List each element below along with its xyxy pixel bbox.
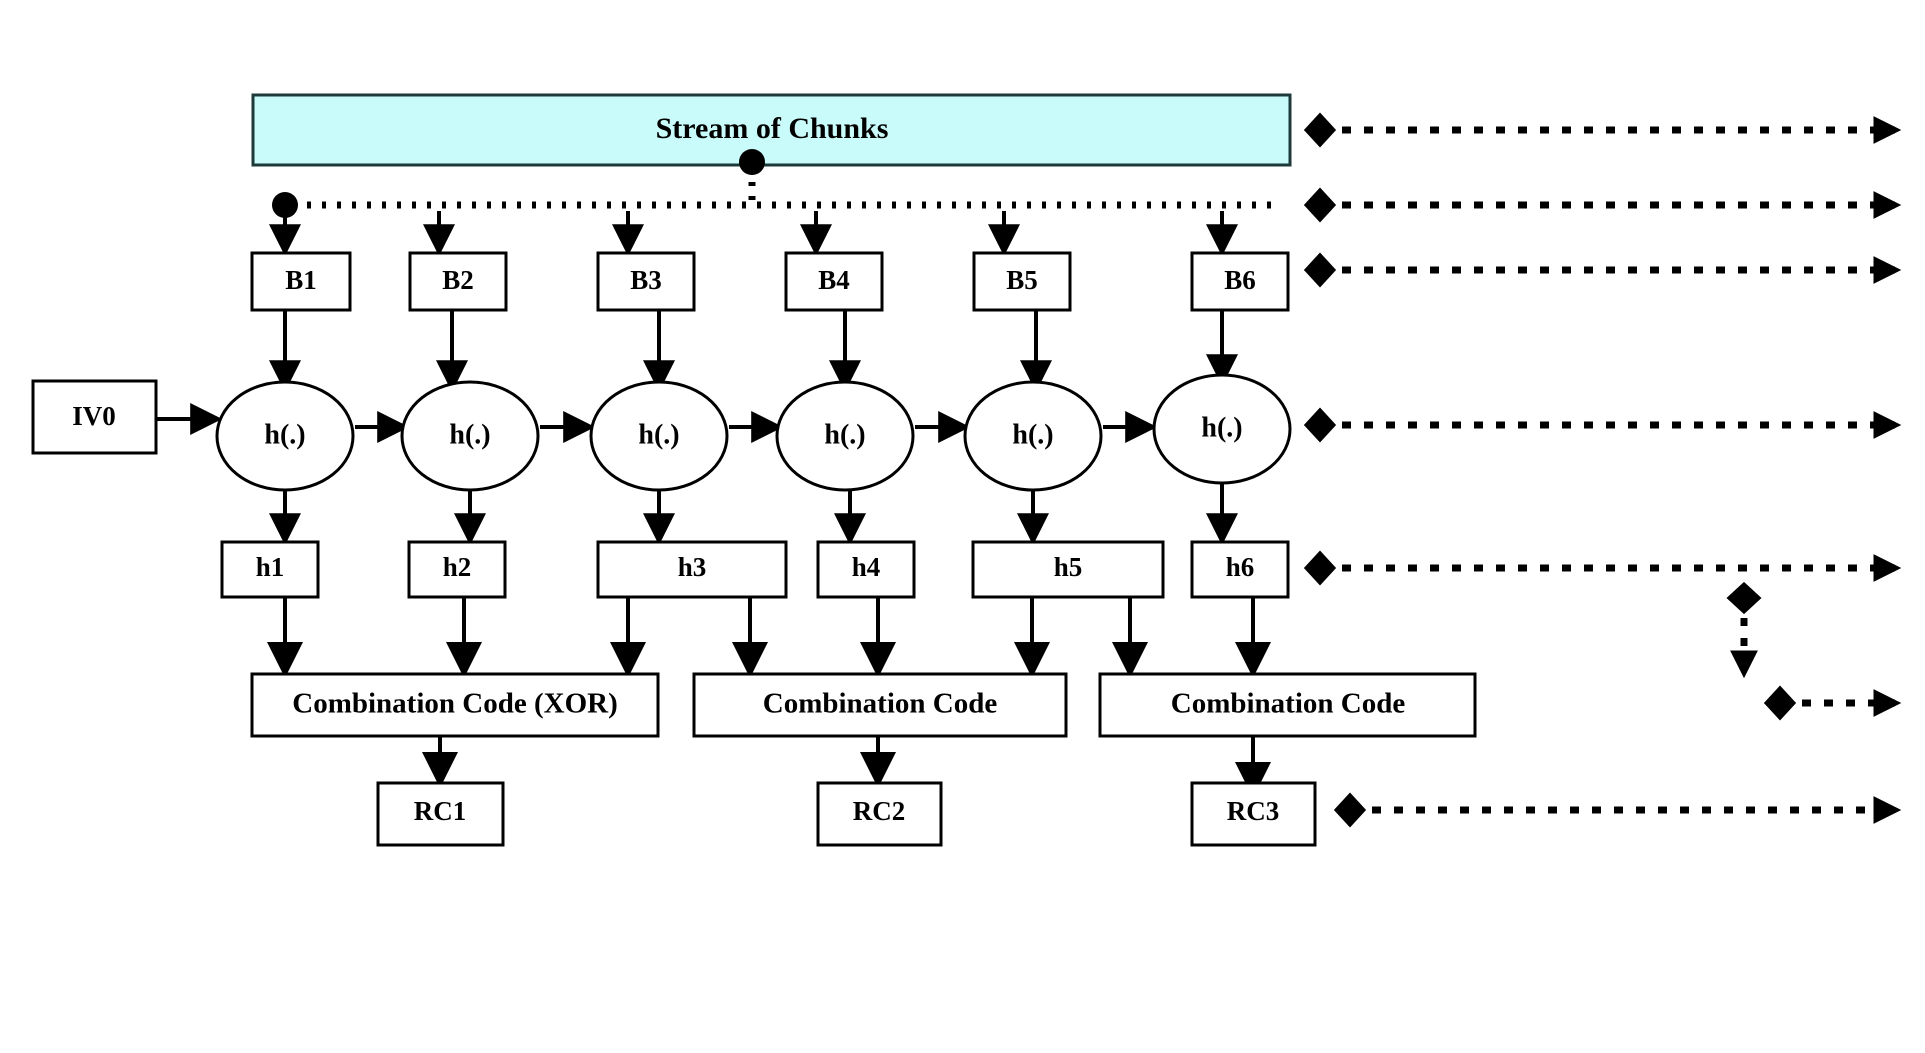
hash-output-h3-label: h3	[678, 552, 707, 582]
chunk-block-b2: B2	[408, 211, 508, 312]
hash-node-1-label: h(.)	[264, 419, 305, 450]
combination-code-2-label: Combination Code	[763, 688, 998, 720]
hash-output-h2: h2	[407, 540, 507, 599]
hash-node-3: h(.)	[589, 380, 729, 492]
result-code-rc1-label: RC1	[414, 796, 467, 826]
combination-code-1: Combination Code (XOR)	[250, 672, 660, 738]
hash-node-1: h(.)	[215, 380, 355, 492]
combination-code-2: Combination Code	[692, 672, 1068, 738]
chunk-block-b6-label: B6	[1224, 265, 1256, 295]
result-code-rc2: RC2	[816, 781, 943, 847]
hash-node-3-label: h(.)	[638, 419, 679, 450]
result-code-rc3-label: RC3	[1227, 796, 1280, 826]
stream-of-chunks-label: Stream of Chunks	[656, 112, 889, 145]
result-code-rc3: RC3	[1190, 781, 1317, 847]
iv0-label: IV0	[72, 401, 116, 431]
chunk-block-b1: B1	[250, 211, 352, 312]
stream-tap-dot	[739, 149, 765, 175]
chunk-block-b5: B5	[972, 211, 1072, 312]
chunk-block-b1-label: B1	[285, 265, 317, 295]
result-code-rc2-label: RC2	[853, 796, 906, 826]
iv0-block: IV0	[31, 379, 223, 455]
combination-code-1-label: Combination Code (XOR)	[292, 688, 617, 720]
hash-output-h4: h4	[816, 540, 916, 599]
hash-node-4: h(.)	[775, 380, 915, 492]
hash-output-h1-label: h1	[256, 552, 285, 582]
chunk-block-b3-label: B3	[630, 265, 662, 295]
hash-output-h1: h1	[220, 540, 320, 599]
chunk-block-b2-label: B2	[442, 265, 474, 295]
hash-node-4-label: h(.)	[824, 419, 865, 450]
combination-code-3: Combination Code	[1098, 672, 1477, 738]
hash-output-h2-label: h2	[443, 552, 472, 582]
chunk-block-b3: B3	[596, 211, 696, 312]
hash-output-h6-label: h6	[1226, 552, 1255, 582]
result-code-rc1: RC1	[376, 781, 505, 847]
chunk-block-b5-label: B5	[1006, 265, 1038, 295]
hash-node-6-label: h(.)	[1201, 412, 1242, 443]
hash-output-h6: h6	[1190, 540, 1290, 599]
hash-output-h5-label: h5	[1054, 552, 1083, 582]
hash-output-h3: h3	[596, 540, 788, 599]
bus-origin-dot	[272, 192, 298, 218]
stream-of-chunks-box	[251, 93, 1292, 167]
combination-code-3-label: Combination Code	[1171, 688, 1406, 720]
chunk-block-b4: B4	[784, 211, 884, 312]
hash-node-2: h(.)	[400, 380, 540, 492]
hash-node-5: h(.)	[963, 380, 1103, 492]
hash-node-6: h(.)	[1152, 373, 1292, 485]
hash-output-h4-label: h4	[852, 552, 881, 582]
hash-output-h5: h5	[971, 540, 1165, 599]
hash-node-5-label: h(.)	[1012, 419, 1053, 450]
chunk-block-b6: B6	[1190, 211, 1290, 312]
hash-node-2-label: h(.)	[449, 419, 490, 450]
chunk-block-b4-label: B4	[818, 265, 850, 295]
